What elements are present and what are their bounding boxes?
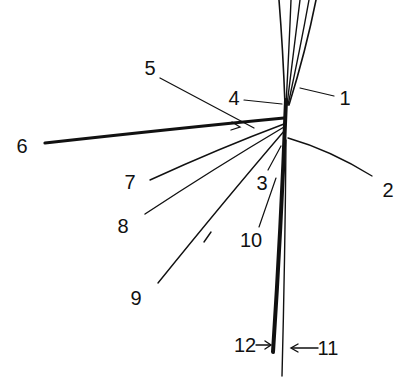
fibre [289, 0, 316, 105]
callout-number: 2 [382, 180, 393, 200]
branch [45, 118, 284, 143]
callout-number: 1 [339, 88, 350, 108]
callout-number: 9 [130, 288, 141, 308]
callout-number: 12 [234, 335, 256, 355]
branch [150, 124, 284, 180]
callout-number: 3 [256, 173, 267, 193]
leader-line [256, 344, 270, 345]
branch [158, 130, 285, 283]
callout-number: 8 [117, 216, 128, 236]
leader-arrow [291, 344, 298, 352]
fibre [279, 0, 285, 105]
callout-number: 6 [16, 136, 27, 156]
leader-line [300, 88, 334, 96]
arrow-mark [231, 122, 240, 130]
tick-mark [204, 232, 211, 242]
leader-line [160, 78, 254, 128]
callout-number: 10 [240, 230, 262, 250]
leader-arrow [265, 341, 271, 349]
leader-line [292, 347, 318, 348]
branch [145, 127, 284, 214]
leader-line [244, 100, 282, 104]
callout-number: 5 [144, 58, 155, 78]
leader-line [268, 146, 281, 170]
stem-line [282, 140, 286, 376]
callout-number: 7 [124, 172, 135, 192]
callout-number: 11 [318, 338, 339, 358]
callout-number: 4 [228, 88, 239, 108]
branch [288, 138, 372, 176]
